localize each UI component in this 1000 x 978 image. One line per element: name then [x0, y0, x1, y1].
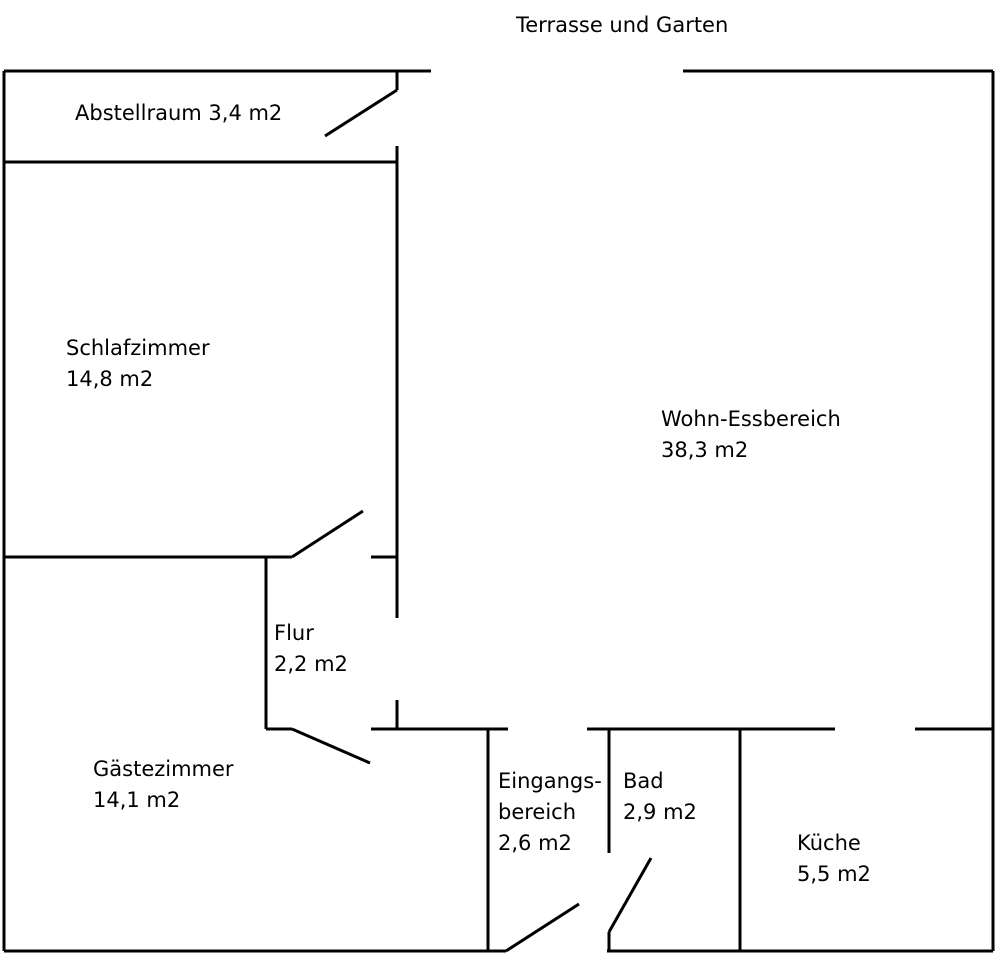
room-name: Gästezimmer — [93, 757, 234, 781]
room-name-line1: Eingangs- — [498, 769, 602, 793]
outside-label: Terrasse und Garten — [516, 10, 728, 41]
room-wohn-essbereich: Wohn-Essbereich 38,3 m2 — [661, 404, 841, 466]
room-name: Bad — [623, 769, 664, 793]
room-abstellraum: Abstellraum 3,4 m2 — [75, 98, 282, 129]
door-abstellraum — [324, 88, 398, 138]
room-area: 2,6 m2 — [498, 831, 572, 855]
room-kueche: Küche 5,5 m2 — [797, 828, 871, 890]
room-schlafzimmer: Schlafzimmer 14,8 m2 — [66, 333, 210, 395]
room-name-line2: bereich — [498, 800, 577, 824]
room-name: Flur — [274, 621, 314, 645]
room-area: 14,8 m2 — [66, 367, 154, 391]
room-name: Abstellraum 3,4 m2 — [75, 101, 283, 125]
room-eingangsbereich: Eingangs- bereich 2,6 m2 — [498, 766, 602, 859]
door-eingang — [505, 902, 580, 953]
door-gaestezimmer — [291, 727, 371, 765]
room-name: Wohn-Essbereich — [661, 407, 841, 431]
room-area: 5,5 m2 — [797, 862, 871, 886]
room-area: 14,1 m2 — [93, 788, 181, 812]
room-area: 2,9 m2 — [623, 800, 697, 824]
outside-label-text: Terrasse und Garten — [516, 13, 729, 37]
room-gaestezimmer: Gästezimmer 14,1 m2 — [93, 754, 234, 816]
door-bad — [607, 857, 653, 933]
room-bad: Bad 2,9 m2 — [623, 766, 697, 828]
room-name: Schlafzimmer — [66, 336, 210, 360]
room-flur: Flur 2,2 m2 — [274, 618, 348, 680]
room-area: 2,2 m2 — [274, 652, 348, 676]
room-name: Küche — [797, 831, 861, 855]
door-schlafzimmer — [291, 509, 364, 559]
room-area: 38,3 m2 — [661, 438, 749, 462]
